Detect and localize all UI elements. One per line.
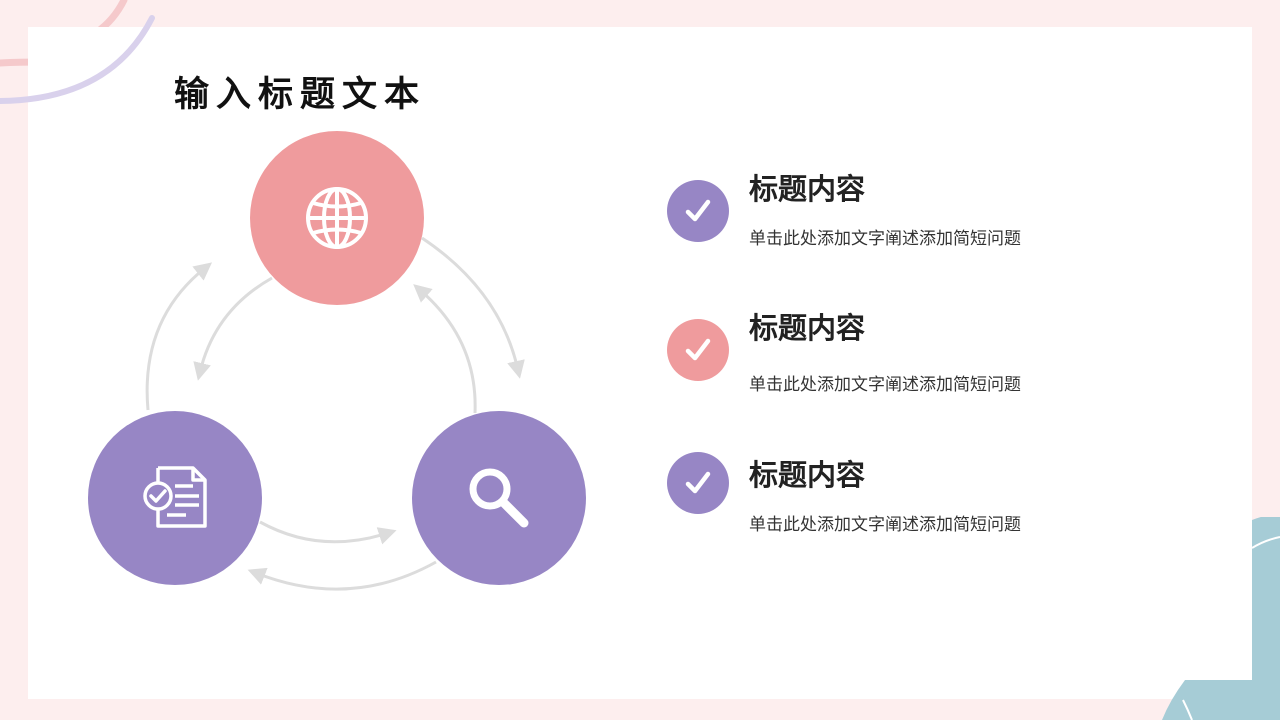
item-description: 单击此处添加文字阐述添加简短问题 [749, 375, 1021, 395]
item-description: 单击此处添加文字阐述添加简短问题 [749, 229, 1021, 249]
list-item: 标题内容 单击此处添加文字阐述添加简短问题 [667, 166, 1147, 256]
teal-blob-line [1182, 699, 1193, 720]
node-document [88, 411, 262, 585]
check-badge [667, 319, 729, 381]
teal-blob-line [1251, 536, 1280, 549]
page-title: 输入标题文本 [174, 75, 427, 115]
check-icon [685, 338, 711, 361]
check-badge [667, 180, 729, 242]
globe-icon [306, 187, 368, 249]
check-icon [685, 199, 711, 222]
node-search [412, 411, 586, 585]
item-heading: 标题内容 [749, 172, 866, 206]
search-icon [469, 468, 529, 528]
item-heading: 标题内容 [749, 311, 866, 345]
check-badge [667, 452, 729, 514]
node-globe [250, 131, 424, 305]
list-item: 标题内容 单击此处添加文字阐述添加简短问题 [667, 305, 1147, 395]
document-check-icon [143, 466, 207, 528]
check-icon [685, 471, 711, 494]
item-heading: 标题内容 [749, 458, 866, 492]
item-description: 单击此处添加文字阐述添加简短问题 [749, 515, 1021, 535]
list-item: 标题内容 单击此处添加文字阐述添加简短问题 [667, 452, 1147, 542]
